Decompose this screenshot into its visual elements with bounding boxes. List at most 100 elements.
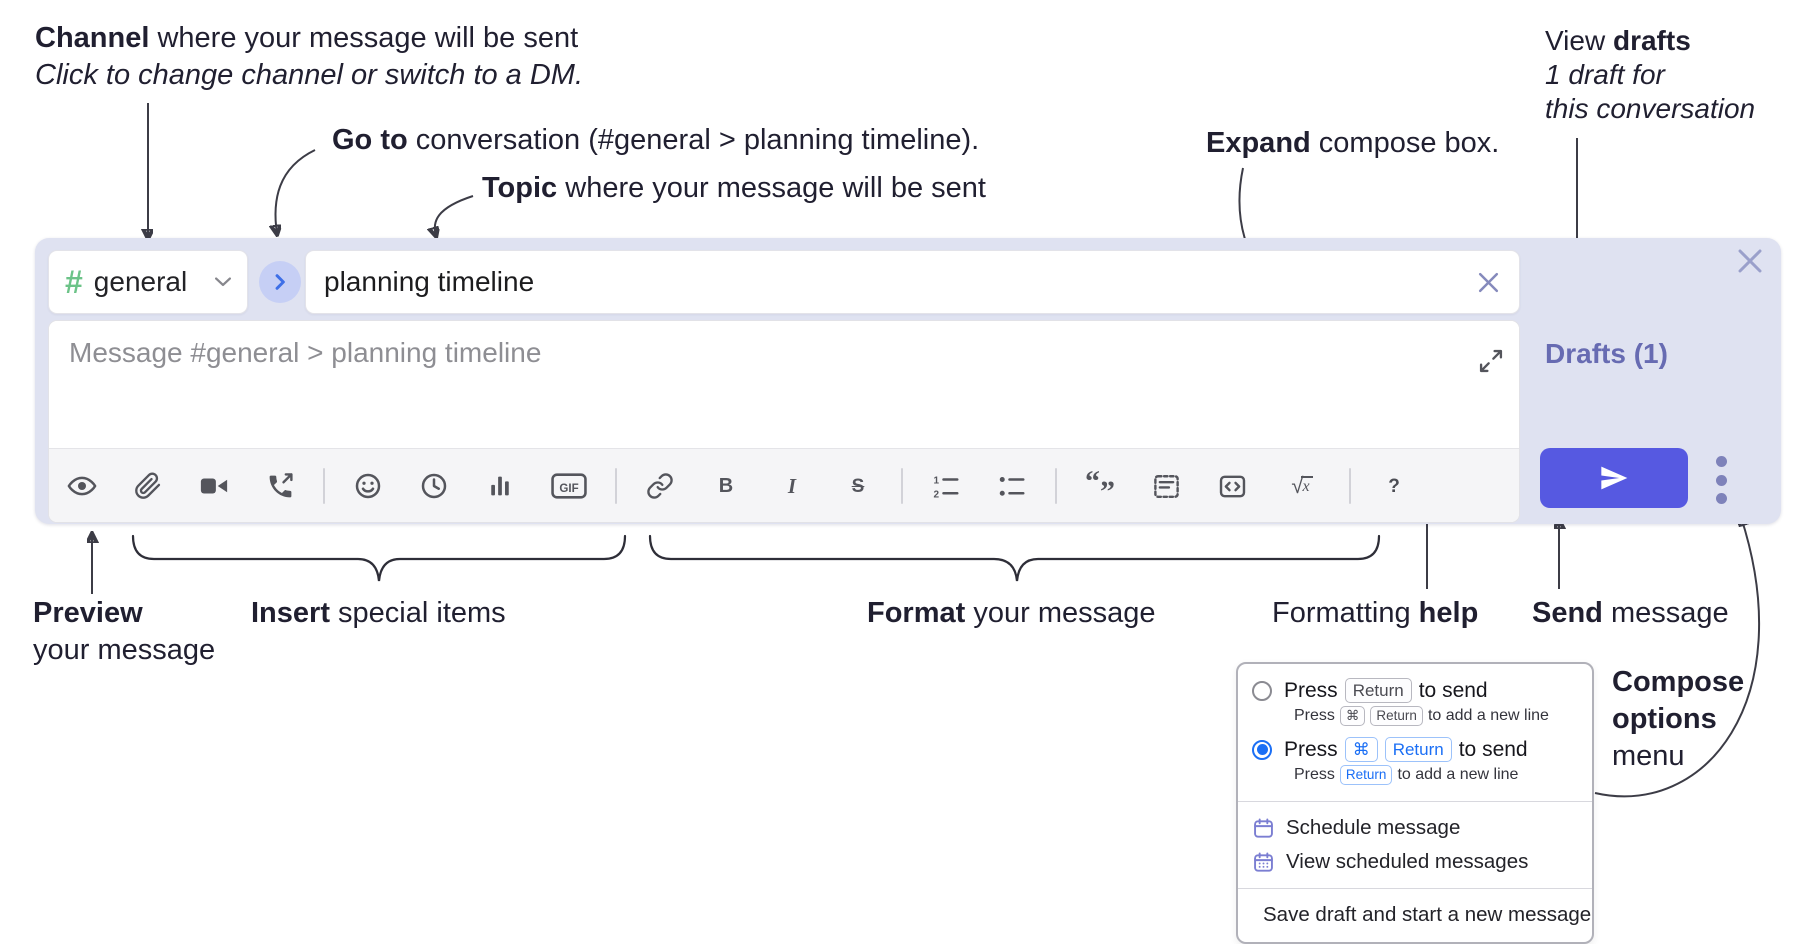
return-keycap: Return — [1339, 765, 1393, 785]
code-icon — [1219, 475, 1245, 497]
preview-button[interactable] — [67, 471, 97, 501]
send-icon — [1601, 466, 1628, 490]
bulleted-list-button[interactable] — [997, 471, 1027, 501]
code-block-button[interactable] — [1151, 471, 1181, 501]
return-keycap: Return — [1344, 678, 1412, 703]
arrow-topic — [435, 195, 474, 236]
topic-value: planning timeline — [324, 266, 535, 297]
menu-option-cmd-return-to-send[interactable]: Press ⌘ Return to send — [1238, 733, 1592, 762]
bold-icon: B — [718, 475, 734, 497]
annotation-insert: Insert special items — [251, 597, 506, 629]
strikethrough-icon: S — [851, 475, 865, 497]
compose-options-menu: Press Return to send Press ⌘ Return to a… — [1236, 662, 1594, 944]
compose-panel: # general planning timeline Message #gen… — [35, 238, 1781, 524]
arrow-goto — [275, 149, 316, 234]
menu-item-view-scheduled[interactable]: View scheduled messages — [1238, 845, 1592, 879]
toolbar-divider — [323, 468, 325, 504]
menu-option-return-to-send[interactable]: Press Return to send — [1238, 674, 1592, 703]
annotation-send: Send message — [1532, 597, 1729, 629]
kebab-dot — [1715, 474, 1727, 486]
svg-text:GIF: GIF — [559, 483, 578, 495]
toolbar-divider — [1055, 468, 1057, 504]
menu-option-subtext: Press Return to add a new line — [1294, 765, 1519, 785]
code-block-icon — [1153, 474, 1179, 498]
ordered-list-icon: 1 2 — [934, 476, 959, 500]
blockquote-button[interactable]: “ ” — [1085, 465, 1115, 508]
blockquote-icon: “ — [1085, 465, 1100, 498]
emoji-icon — [355, 473, 381, 499]
return-keycap: Return — [1384, 737, 1452, 762]
close-icon[interactable] — [1735, 246, 1765, 276]
link-button[interactable] — [645, 471, 675, 501]
annotation-formatting-help: Formatting help — [1272, 597, 1479, 629]
menu-item-schedule-message[interactable]: Schedule message — [1238, 811, 1592, 845]
annotation-channel: Channel where your message will be sent … — [35, 22, 584, 91]
annotation-compose-options: Compose options menu — [1612, 666, 1745, 772]
audio-call-button[interactable] — [265, 471, 295, 501]
bulleted-list-icon — [999, 477, 1025, 496]
annotation-format: Format your message — [867, 597, 1156, 629]
menu-divider — [1238, 801, 1592, 802]
compose-options-button[interactable] — [1706, 456, 1736, 504]
italic-icon: I — [787, 473, 797, 498]
expand-compose-icon[interactable] — [1477, 347, 1505, 375]
menu-option-subtext: Press ⌘ Return to add a new line — [1294, 706, 1549, 726]
ordered-list-button[interactable]: 1 2 — [931, 471, 961, 501]
bar-chart-icon — [491, 476, 509, 496]
radio-unselected[interactable] — [1252, 680, 1272, 701]
eye-icon — [67, 476, 97, 496]
clock-icon — [421, 473, 447, 499]
phone-call-icon — [269, 472, 293, 497]
video-clip-button[interactable] — [199, 471, 229, 501]
channel-selector-button[interactable]: # general — [48, 250, 248, 314]
gif-icon: GIF — [551, 473, 587, 499]
chevron-right-icon — [275, 274, 285, 290]
code-button[interactable] — [1217, 471, 1247, 501]
send-button[interactable] — [1540, 448, 1688, 508]
emoji-button[interactable] — [353, 471, 383, 501]
channel-name: general — [93, 266, 188, 297]
paperclip-icon — [135, 472, 161, 499]
link-icon — [647, 473, 673, 499]
drafts-link[interactable]: Drafts (1) — [1545, 338, 1668, 369]
video-camera-icon — [200, 478, 228, 494]
toolbar-divider — [615, 468, 617, 504]
formatting-toolbar: GIF B I S — [49, 448, 1519, 522]
gif-button[interactable]: GIF — [551, 471, 587, 501]
clear-topic-icon[interactable] — [1476, 270, 1501, 295]
topic-input[interactable]: planning timeline — [305, 250, 1520, 314]
go-to-conversation-button[interactable] — [259, 261, 301, 303]
cmd-keycap: ⌘ — [1339, 706, 1366, 726]
calendar-scheduled-icon — [1254, 851, 1273, 872]
attach-file-button[interactable] — [133, 471, 163, 501]
poll-button[interactable] — [485, 471, 515, 501]
strikethrough-button[interactable]: S — [843, 471, 873, 501]
radio-selected[interactable] — [1252, 739, 1272, 760]
formula-icon: √ — [1291, 473, 1304, 498]
cmd-keycap: ⌘ — [1344, 737, 1378, 762]
toolbar-divider — [1349, 468, 1351, 504]
bold-button[interactable]: B — [711, 471, 741, 501]
annotation-expand: Expand compose box. — [1206, 127, 1500, 159]
svg-text:1: 1 — [934, 476, 940, 487]
recent-shortcuts-button[interactable] — [419, 471, 449, 501]
formula-button[interactable]: √x — [1283, 471, 1321, 501]
brace-insert-items — [131, 534, 627, 582]
brace-format-items — [648, 534, 1381, 582]
annotation-topic: Topic where your message will be sent — [482, 172, 986, 204]
calendar-icon — [1254, 817, 1273, 838]
kebab-dot — [1715, 493, 1727, 504]
toolbar-divider — [901, 468, 903, 504]
italic-button[interactable]: I — [777, 471, 807, 501]
formatting-help-button[interactable]: ? — [1379, 471, 1409, 501]
message-editor: Message #general > planning timeline — [48, 320, 1520, 523]
menu-item-save-draft[interactable]: Save draft and start a new message — [1238, 898, 1592, 932]
svg-text:2: 2 — [934, 489, 940, 500]
channel-hash-icon: # — [65, 264, 83, 300]
menu-divider — [1238, 888, 1592, 889]
message-placeholder: Message #general > planning timeline — [69, 337, 542, 368]
annotation-view-drafts: View drafts 1 draft for this conversatio… — [1545, 25, 1756, 124]
message-input[interactable]: Message #general > planning timeline — [49, 321, 1519, 448]
help-icon: ? — [1388, 475, 1400, 497]
